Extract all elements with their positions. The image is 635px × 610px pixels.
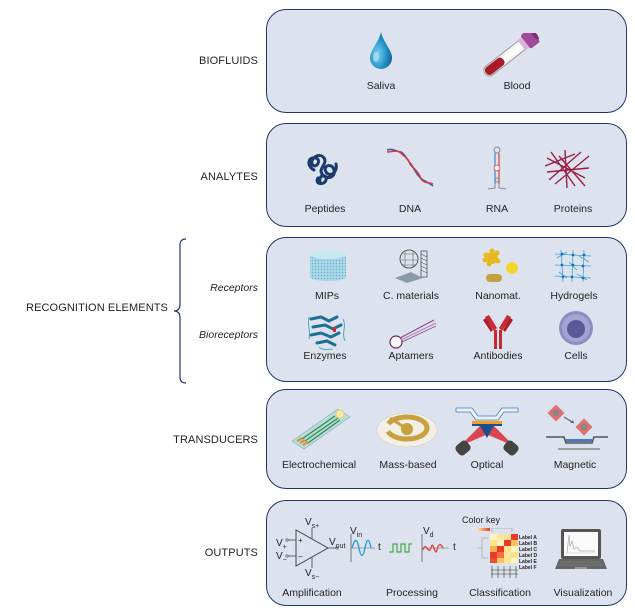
label-cells: Cells xyxy=(564,350,588,362)
label-t-2: t xyxy=(453,542,456,553)
optical-sensor-icon xyxy=(455,407,519,456)
label-aptamers: Aptamers xyxy=(388,350,434,362)
label-v-plus: V+ xyxy=(276,538,287,551)
cell-icon xyxy=(559,311,593,345)
enzyme-icon xyxy=(307,315,346,350)
curly-bracket xyxy=(173,238,187,384)
label-vd: Vd xyxy=(423,526,434,539)
label-v-minus: V− xyxy=(276,551,287,564)
label-optical: Optical xyxy=(470,459,504,471)
row-label-outputs: OUTPUTS xyxy=(204,547,258,559)
mip-cylinder-icon xyxy=(310,251,346,281)
nanomaterials-icon xyxy=(482,248,518,282)
blood-tube-icon xyxy=(483,33,540,77)
heatmap-label-e: Label E xyxy=(519,559,537,565)
carbon-materials-icon xyxy=(395,249,428,283)
color-key-label: Color key xyxy=(462,515,501,525)
label-rna: RNA xyxy=(485,203,509,215)
label-classification: Classification xyxy=(469,587,531,599)
panel-biofluids xyxy=(266,9,627,113)
row-label-biofluids: BIOFLUIDS xyxy=(199,55,258,67)
heatmap-label-f: Label F xyxy=(519,565,537,571)
protein-icon xyxy=(545,149,590,189)
heatmap-label-d: Label D xyxy=(519,553,538,559)
heatmap-icon xyxy=(478,528,518,578)
label-amplification: Amplification xyxy=(282,587,342,599)
op-amp-icon: + − xyxy=(285,528,339,568)
quartz-crystal-icon xyxy=(376,412,438,448)
label-saliva: Saliva xyxy=(366,80,396,92)
sublabel-bioreceptors: Bioreceptors xyxy=(199,329,258,341)
hydrogel-network-icon xyxy=(554,249,592,283)
electrode-strip-icon xyxy=(291,408,351,450)
magnetic-sensor-icon xyxy=(546,405,608,450)
antibody-icon xyxy=(483,315,513,349)
label-vout: Vout xyxy=(329,537,346,550)
label-vs-plus: Vs+ xyxy=(305,517,320,530)
label-antibodies: Antibodies xyxy=(473,350,523,362)
label-processing: Processing xyxy=(386,587,438,599)
row-label-analytes: ANALYTES xyxy=(200,171,258,183)
label-vs-minus: Vs− xyxy=(305,568,320,581)
svg-text:+: + xyxy=(298,536,303,545)
heatmap-label-b: Label B xyxy=(519,541,538,547)
label-t-1: t xyxy=(378,542,381,553)
label-electrochemical: Electrochemical xyxy=(281,459,357,471)
row-label-transducers: TRANSDUCERS xyxy=(173,434,258,446)
label-blood: Blood xyxy=(503,80,531,92)
svg-text:−: − xyxy=(298,552,303,561)
label-vin: Vin xyxy=(350,526,363,539)
label-enzymes: Enzymes xyxy=(303,350,347,362)
heatmap-label-a: Label A xyxy=(519,535,537,541)
peptide-icon xyxy=(307,154,338,186)
label-hydrogels: Hydrogels xyxy=(550,290,598,302)
heatmap-label-c: Label C xyxy=(519,547,538,553)
sublabel-receptors: Receptors xyxy=(210,282,258,294)
label-visualization: Visualization xyxy=(553,587,613,599)
label-proteins: Proteins xyxy=(553,203,593,215)
aptamer-icon xyxy=(389,319,437,349)
heatmap-row-labels: Label A Label B Label C Label D Label E … xyxy=(519,535,537,571)
label-peptides: Peptides xyxy=(304,203,346,215)
label-dna: DNA xyxy=(398,203,422,215)
label-mass-based: Mass-based xyxy=(379,459,437,471)
droplet-icon xyxy=(370,32,392,69)
row-label-recognition-elements: RECOGNITION ELEMENTS xyxy=(26,302,168,314)
signal-processing-icon xyxy=(350,534,449,562)
label-nanomat: Nanomat. xyxy=(475,290,521,302)
laptop-icon xyxy=(555,529,607,569)
label-magnetic: Magnetic xyxy=(553,459,597,471)
label-mips: MIPs xyxy=(315,290,339,302)
dna-icon xyxy=(386,148,434,187)
rna-hairpin-icon xyxy=(487,146,507,190)
label-c-materials: C. materials xyxy=(382,290,440,302)
